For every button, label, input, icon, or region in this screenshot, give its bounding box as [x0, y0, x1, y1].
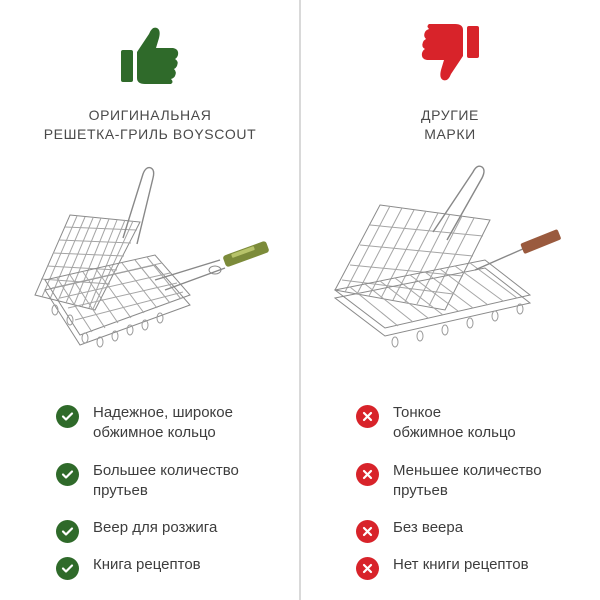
original-column: ОРИГИНАЛЬНАЯ РЕШЕТКА-ГРИЛЬ BOYSCOUT [0, 27, 300, 580]
cross-icon [356, 520, 379, 543]
other-brands-column: ДРУГИЕ МАРКИ [300, 0, 600, 600]
other-title-line1: ДРУГИЕ [421, 107, 479, 123]
original-feature-2: Большее количество прутьев [56, 461, 239, 501]
feature-line: обжимное кольцо [393, 424, 516, 441]
original-feature-text: Большее количество прутьев [93, 461, 239, 501]
feature-line: Веер для розжига [93, 519, 218, 536]
other-feature-text: Меньшее количество прутьев [393, 461, 542, 501]
check-icon [56, 557, 79, 580]
feature-line: Тонкое [393, 404, 442, 421]
other-title-line2: МАРКИ [424, 126, 476, 142]
original-title: ОРИГИНАЛЬНАЯ РЕШЕТКА-ГРИЛЬ BOYSCOUT [0, 106, 300, 144]
check-icon [56, 520, 79, 543]
other-title: ДРУГИЕ МАРКИ [300, 106, 600, 144]
feature-line: Книга рецептов [93, 556, 201, 573]
feature-line: обжимное кольцо [93, 424, 216, 441]
check-icon [56, 405, 79, 428]
cross-icon [356, 463, 379, 486]
original-grill-image [34, 166, 269, 348]
feature-line: Нет книги рецептов [393, 556, 529, 573]
original-feature-4: Книга рецептов [56, 555, 201, 580]
other-grill-image [333, 165, 561, 348]
original-title-line1: ОРИГИНАЛЬНАЯ [88, 107, 212, 123]
cross-icon [356, 557, 379, 580]
cross-icon [356, 405, 379, 428]
thumbs-down-icon [421, 24, 479, 81]
feature-line: Надежное, широкое [93, 404, 233, 421]
feature-line: прутьев [393, 482, 448, 499]
feature-line: прутьев [93, 482, 148, 499]
original-feature-1: Надежное, широкое обжимное кольцо [56, 403, 233, 443]
feature-line: Большее количество [93, 462, 239, 479]
other-feature-4: Нет книги рецептов [356, 555, 529, 580]
feature-line: Меньшее количество [393, 462, 542, 479]
other-feature-text: Нет книги рецептов [393, 555, 529, 575]
other-feature-2: Меньшее количество прутьев [356, 461, 542, 501]
original-feature-text: Надежное, широкое обжимное кольцо [93, 403, 233, 443]
other-feature-text: Тонкое обжимное кольцо [393, 403, 516, 443]
thumbs-up-icon [121, 27, 179, 85]
center-divider [299, 0, 301, 600]
check-icon [56, 463, 79, 486]
other-feature-text: Без веера [393, 518, 463, 538]
other-feature-1: Тонкое обжимное кольцо [356, 403, 516, 443]
original-feature-3: Веер для розжига [56, 518, 217, 543]
original-feature-text: Веер для розжига [93, 518, 217, 538]
feature-line: Без веера [393, 519, 464, 536]
original-title-line2: РЕШЕТКА-ГРИЛЬ BOYSCOUT [43, 126, 257, 142]
other-feature-3: Без веера [356, 518, 463, 543]
original-feature-text: Книга рецептов [93, 555, 201, 575]
